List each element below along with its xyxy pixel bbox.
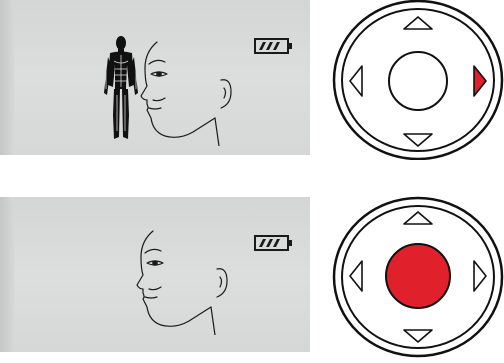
display-panel-full-body <box>0 0 310 155</box>
up-arrow-icon[interactable] <box>404 212 432 224</box>
up-arrow-icon[interactable] <box>404 17 432 29</box>
display-panel-face-only <box>0 197 310 352</box>
navigation-pad-right-pressed[interactable] <box>332 0 504 160</box>
face-profile-icon <box>135 38 245 146</box>
left-arrow-icon[interactable] <box>350 66 362 96</box>
down-arrow-icon[interactable] <box>404 330 432 342</box>
face-profile-icon <box>131 227 241 335</box>
right-arrow-icon[interactable] <box>474 66 486 96</box>
left-arrow-icon[interactable] <box>350 261 362 291</box>
center-button[interactable] <box>386 244 450 308</box>
down-arrow-icon[interactable] <box>404 134 432 146</box>
center-button[interactable] <box>389 52 447 110</box>
battery-icon <box>254 38 294 59</box>
right-arrow-icon[interactable] <box>474 261 486 291</box>
navigation-pad-center-pressed[interactable] <box>332 196 504 356</box>
battery-icon <box>254 235 294 256</box>
